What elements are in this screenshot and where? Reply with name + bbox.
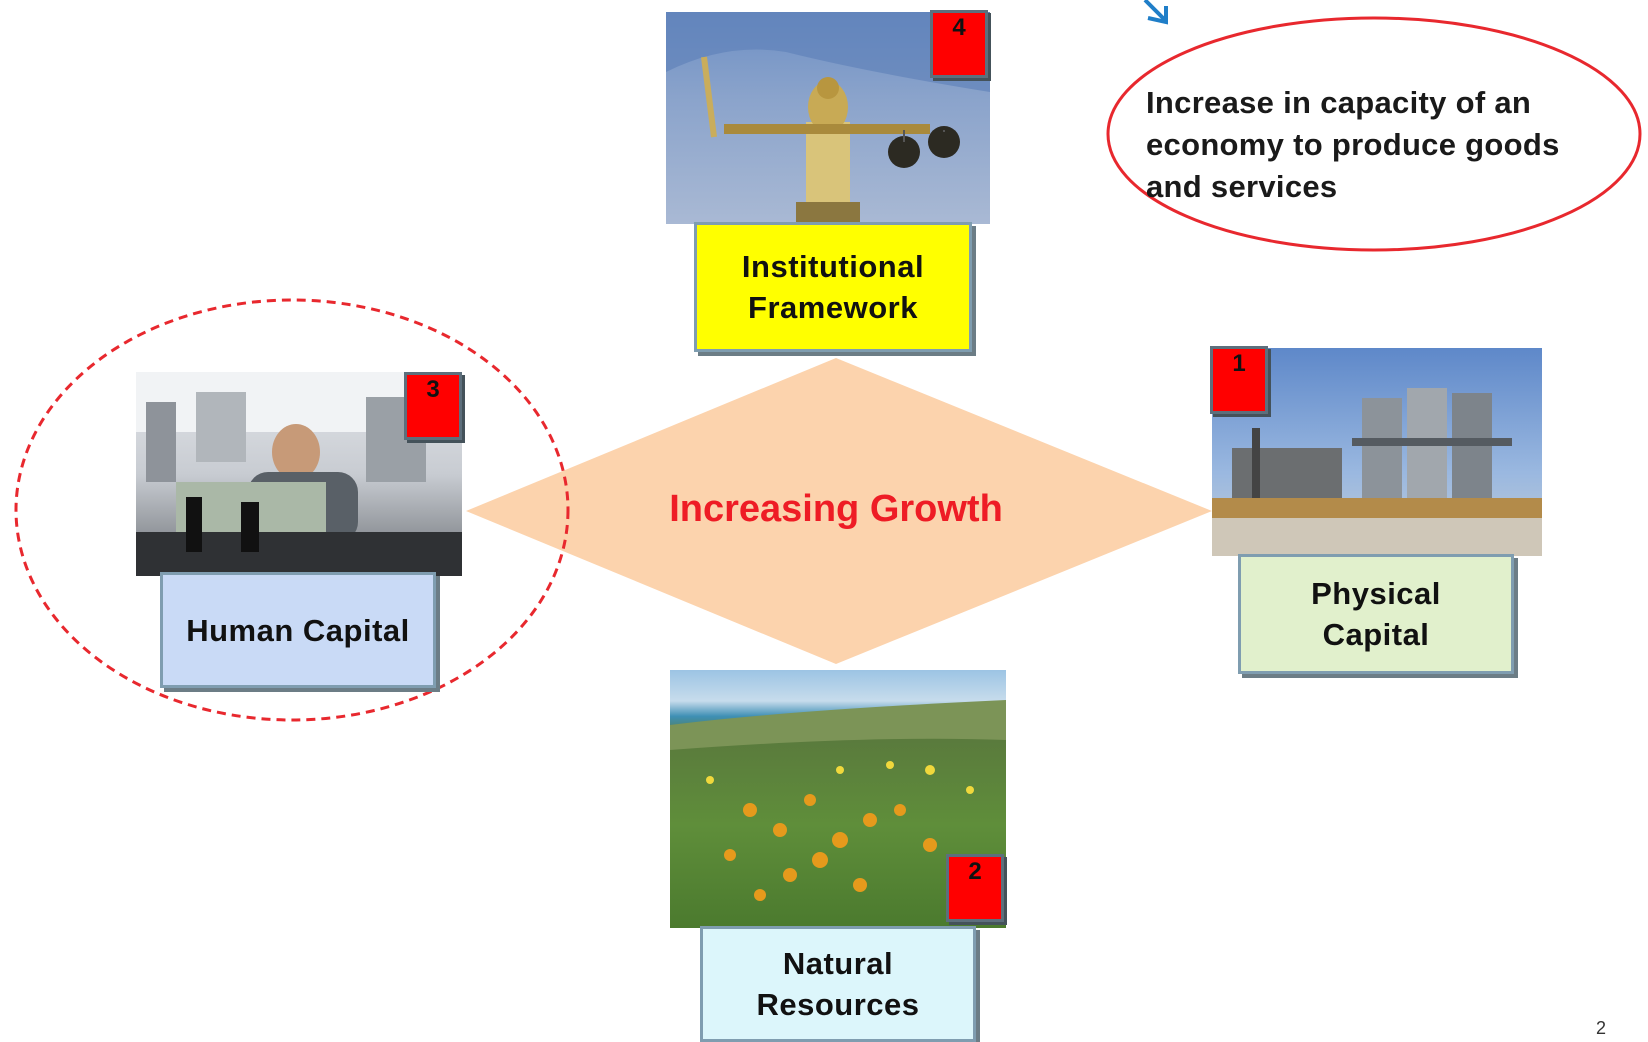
institutional-framework-label: Institutional Framework: [694, 222, 972, 352]
definition-text: Increase in capacity of an economy to pr…: [1146, 85, 1560, 204]
factor-badge-3: 3: [404, 372, 462, 440]
factor-badge-4: 4: [930, 10, 988, 78]
human-capital-dashed-ellipse: [14, 298, 570, 722]
page-number: 2: [1596, 1018, 1607, 1038]
arrow-icon: [1143, 0, 1168, 25]
growth-diamond: [466, 358, 1212, 664]
center-label: Increasing Growth: [669, 488, 1003, 530]
human-capital-label: Human Capital: [160, 572, 436, 688]
factor-badge-2: 2: [946, 854, 1004, 922]
definition-highlight-ellipse: [1106, 16, 1642, 252]
natural-resources-label: Natural Resources: [700, 926, 976, 1042]
physical-capital-label: Physical Capital: [1238, 554, 1514, 674]
factor-badge-1: 1: [1210, 346, 1268, 414]
justice-statue-image: [666, 12, 990, 224]
